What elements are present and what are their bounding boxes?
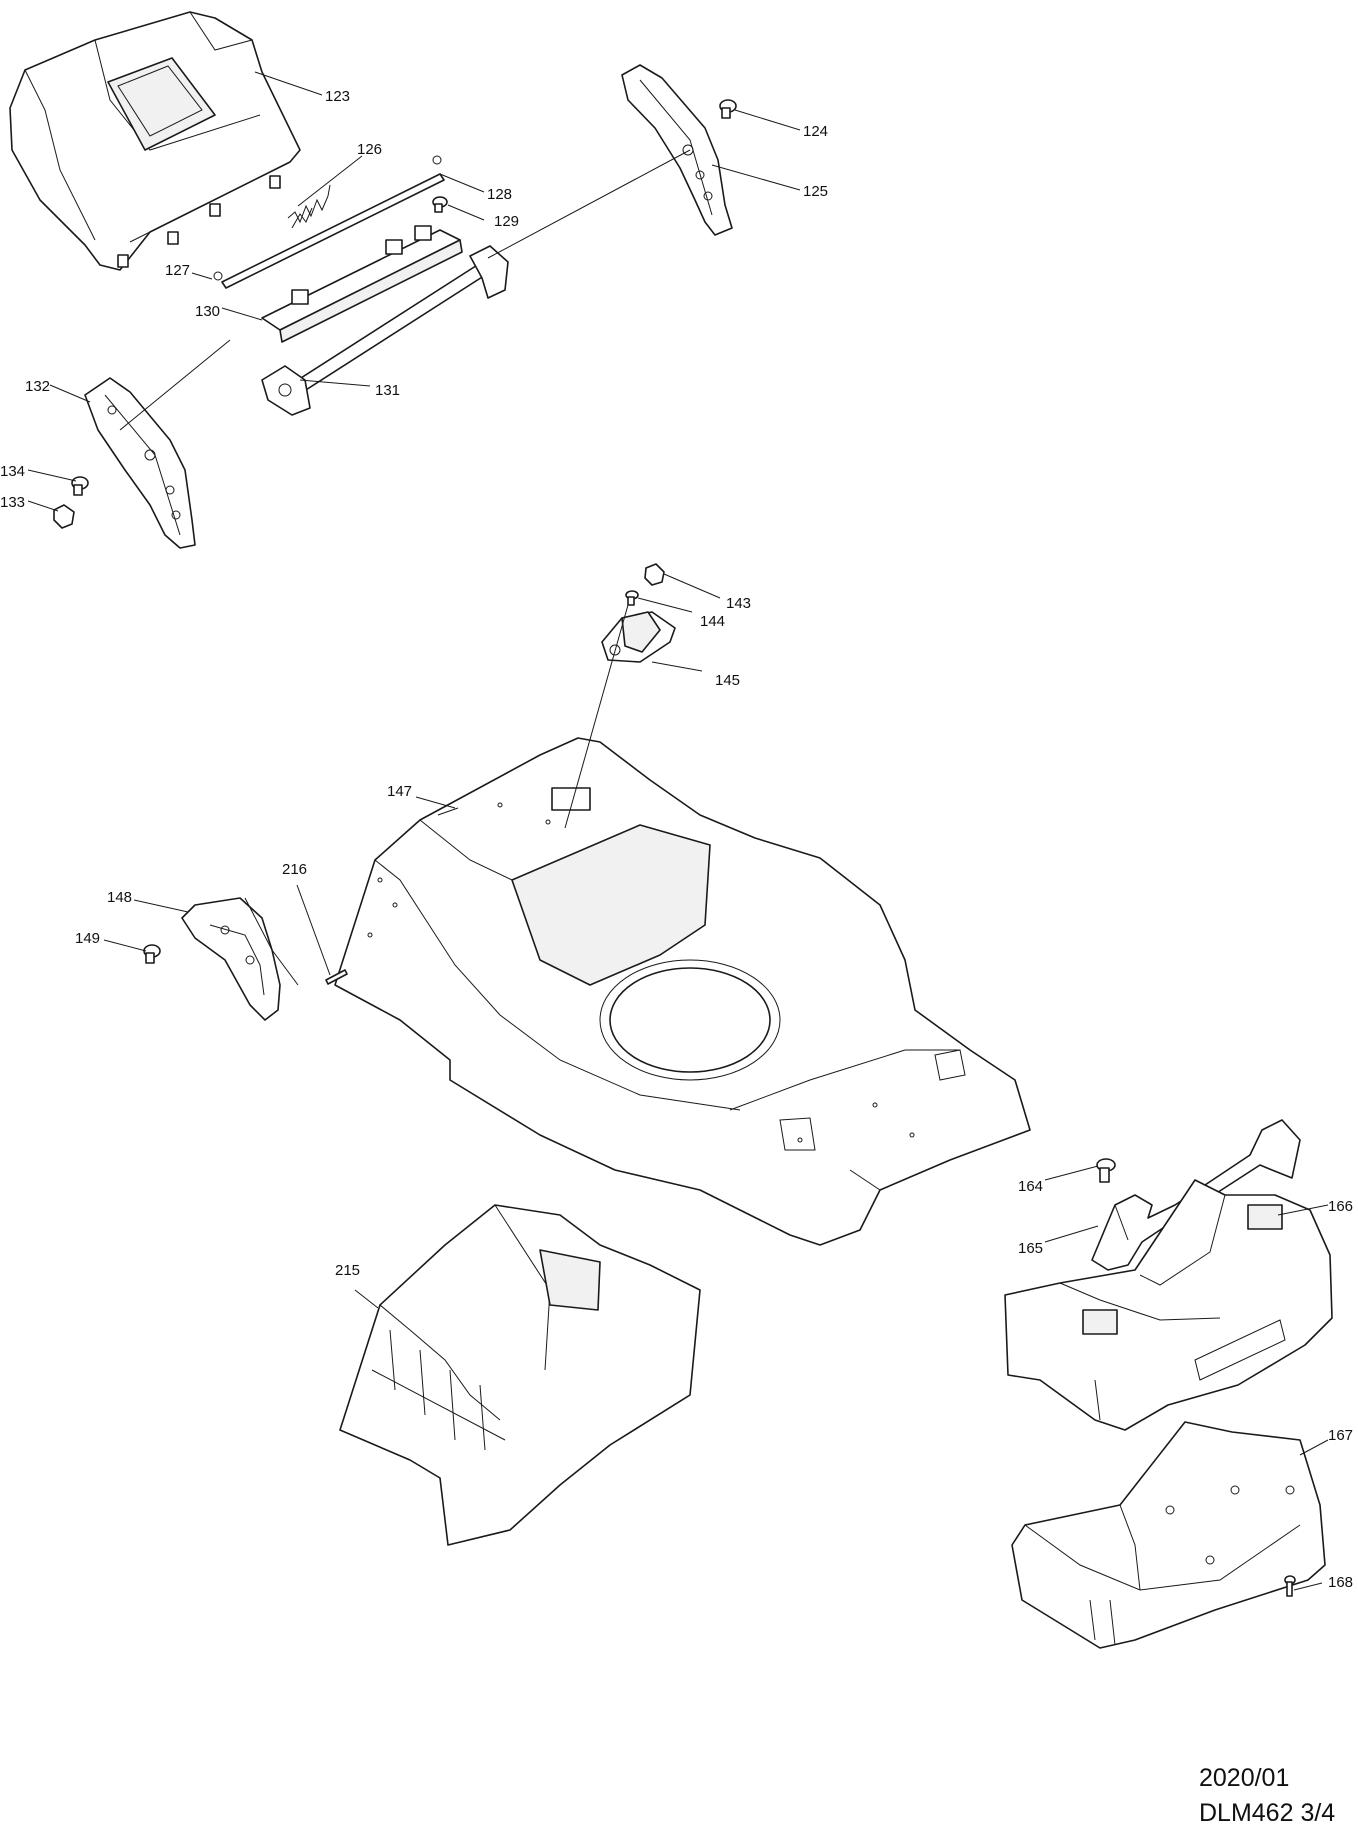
callout-165: 165 (1018, 1240, 1043, 1257)
mower-deck-part (334, 737, 1031, 1246)
callout-131: 131 (375, 382, 400, 399)
callout-123: 123 (325, 88, 350, 105)
nut-133-part (53, 504, 75, 529)
grass-box-cover-part (9, 11, 301, 271)
screw-149-part (143, 944, 161, 964)
footer-model-page: DLM462 3/4 (1199, 1799, 1336, 1827)
left-bracket-part (84, 377, 196, 549)
callout-147: 147 (387, 783, 412, 800)
screw-164-part (1096, 1158, 1116, 1183)
screw-134-part (71, 476, 89, 496)
callout-124: 124 (803, 123, 828, 140)
callout-148: 148 (107, 889, 132, 906)
rear-cover-part (339, 1204, 701, 1546)
rear-shaft-part (261, 245, 509, 416)
screw-129-part (432, 196, 448, 213)
footer-date: 2020/01 (1199, 1764, 1290, 1792)
callout-126: 126 (357, 141, 382, 158)
callout-215: 215 (335, 1262, 360, 1279)
callout-128: 128 (487, 186, 512, 203)
battery-cover-part (1004, 1179, 1333, 1431)
callout-130: 130 (195, 303, 220, 320)
callout-145: 145 (715, 672, 740, 689)
callout-127: 127 (165, 262, 190, 279)
flap-bar-part (261, 225, 463, 343)
callout-149: 149 (75, 930, 100, 947)
callout-216: 216 (282, 861, 307, 878)
callout-164: 164 (1018, 1178, 1043, 1195)
callout-168: 168 (1328, 1574, 1353, 1591)
height-bracket-145-part (601, 611, 676, 663)
leader-lines (27, 71, 1329, 1591)
rod-part (213, 155, 445, 289)
spring-part (287, 184, 331, 229)
battery-case-part (1011, 1421, 1326, 1649)
callout-133: 133 (0, 494, 25, 511)
callout-132: 132 (25, 378, 50, 395)
callout-166: 166 (1328, 1198, 1353, 1215)
right-bracket-part (621, 64, 733, 236)
pin-216-part (325, 969, 348, 985)
callout-143: 143 (726, 595, 751, 612)
callout-129: 129 (494, 213, 519, 230)
height-plate-part (181, 897, 281, 1021)
screw-144-part (625, 590, 639, 606)
callout-134: 134 (0, 463, 25, 480)
screw-124-part (719, 99, 737, 119)
nut-143-part (644, 563, 665, 586)
callout-144: 144 (700, 613, 725, 630)
callout-labels: 123 124 125 126 127 128 129 130 131 132 … (0, 88, 1353, 1591)
callout-167: 167 (1328, 1427, 1353, 1444)
callout-125: 125 (803, 183, 828, 200)
screw-168-part (1284, 1575, 1296, 1597)
